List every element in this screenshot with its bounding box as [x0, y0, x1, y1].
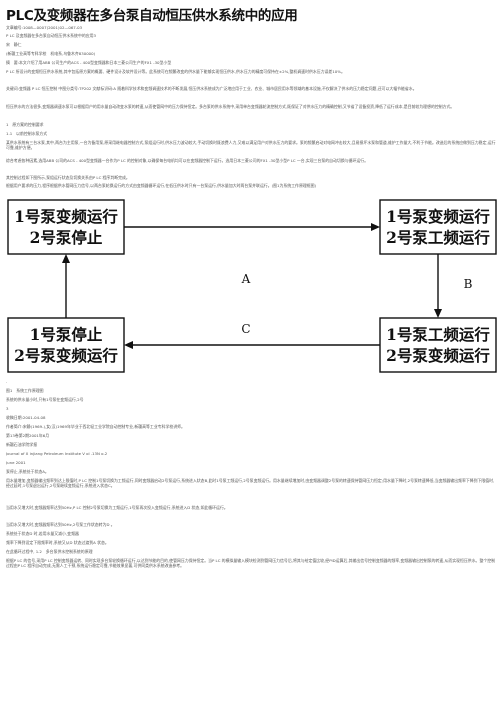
- article-number: 文章编号:1008—0007(2001)02—067-03: [6, 25, 83, 30]
- state-box-2: [379, 199, 497, 255]
- state-box-4-line1: 1号泵停止: [30, 325, 103, 344]
- state-box-1: [7, 199, 125, 255]
- journal-date: June 2001: [6, 460, 26, 465]
- subsection-heading-1-2: 在此循环过程中, 1.2 多台泵供水控制系统的原理: [6, 549, 93, 554]
- body-line: 其控制过程如下图所示,泵组运行状态及切换关系由P LC 程序判断完成。: [6, 175, 130, 180]
- body-paragraph: 综合考虑各种因素,选用ABB 公司的ACS - 400型变频器一台作为P LC …: [6, 158, 369, 163]
- body-line: 系统处于状态D 时,若用水量又减小,变频器: [6, 531, 79, 536]
- body-paragraph: 当用水又增大时,变频器频率达到50Hz,P LC 控制2号泵切换为工频运行,1号…: [6, 505, 228, 510]
- article-title: PLC及变频器在多台泵自动恒压供水系统中的应用: [6, 8, 298, 24]
- journal-name-cn: 新疆石油学院学报: [6, 442, 38, 447]
- flow-caption-paragraph: 根据用户要求的压力,程序根据供水管网压力信号,以两台泵轮换运行的方式由变频器循环…: [6, 183, 317, 188]
- body-paragraph: 根据P LC 的信号,采用P LC 控制变频器运转、同时实现多台泵轮换循环运行,…: [6, 558, 496, 569]
- journal-name-en: Journal of X injiang Petroleum Institute…: [6, 451, 108, 456]
- section-heading-1: 1 原方案的控制要求: [6, 122, 44, 127]
- body-line: 泵停止,系统处于状态A。: [6, 469, 49, 474]
- body-paragraph: 某供水系统有三台水泵,其中,两台为主用泵,一台为备用泵,原采用继电器控制方式,泵…: [6, 140, 496, 151]
- body-paragraph: 用水量增加,变频器输出频率到达上限值时,P LC 控制1号泵切换为工频运行,同时…: [6, 478, 495, 489]
- figure-dot: ·: [6, 380, 8, 385]
- transition-label-b: B: [464, 277, 473, 291]
- arrowhead-b: [434, 309, 442, 318]
- state-box-4: [7, 317, 125, 373]
- arrowhead-a: [371, 223, 380, 231]
- subtitle-line: P LC 及变频器在多台泵自动恒压供水系统中的应用3: [6, 33, 96, 38]
- body-line: 当用水又增大时,变频器频率达到50Hz,2号泵工作状态转为D 。: [6, 522, 115, 527]
- body-line: 频率下降到设定下限频率时,系统又从D 状态过渡到A 状态。: [6, 540, 109, 545]
- state-box-2-line1: 1号泵变频运行: [386, 207, 490, 226]
- transition-label-c: C: [241, 322, 250, 336]
- volume-issue: 第13卷第2期2001年6月: [6, 433, 50, 438]
- author-line: 宋 静仁: [6, 42, 22, 47]
- state-box-1-line2: 2号泵停止: [30, 228, 103, 247]
- affiliation-line: (新疆工业高等专科学校 机电系,乌鲁木齐830000): [6, 51, 96, 56]
- subsection-heading-1-1: 1.1 以前控制水泵方式: [6, 131, 48, 136]
- state-box-1-line1: 1号泵变频运行: [14, 207, 118, 226]
- body-line: 系统的供水量小时,只有1号泵在变频运行,2号: [6, 397, 84, 402]
- arrowhead-d: [62, 254, 70, 263]
- state-box-3-line2: 2号泵变频运行: [386, 346, 490, 365]
- abstract-paragraph: P LC 所设计的变频恒压供水系统,其中包括原方案的概要、硬件设计及软件设计等。…: [6, 69, 345, 74]
- received-date: 收稿日期:2001-04-08: [6, 415, 46, 420]
- figure-caption: 图1 系统工作原理图: [6, 388, 44, 393]
- keywords-paragraph: 关键词:变频器 P LC 恒压控制 中图分类号:TP202 文献标识码:A 随着…: [6, 86, 417, 91]
- state-box-4-line2: 2号泵变频运行: [14, 346, 118, 365]
- author-bio: 作者简介:宋静(1969-),女(汉)1969年毕业于西北轻工业学院自动控制专业…: [6, 424, 185, 429]
- state-box-2-line2: 2号泵工频运行: [386, 228, 490, 247]
- arrowhead-c: [124, 341, 133, 349]
- abstract-line: 摘 要:本文介绍了用ABB 公司生产的ACS - 400型变频器和日本三菱公司生…: [6, 60, 172, 65]
- transition-label-a: A: [241, 272, 251, 286]
- state-box-3-line1: 1号泵工频运行: [386, 325, 490, 344]
- intro-paragraph: 恒压供水的方法很多,变频器调速水泵可以根据用户的用水量自动改变水泵的转速,从而使…: [6, 104, 455, 109]
- footnote-marker: 3: [6, 406, 9, 411]
- state-box-3: [379, 317, 497, 373]
